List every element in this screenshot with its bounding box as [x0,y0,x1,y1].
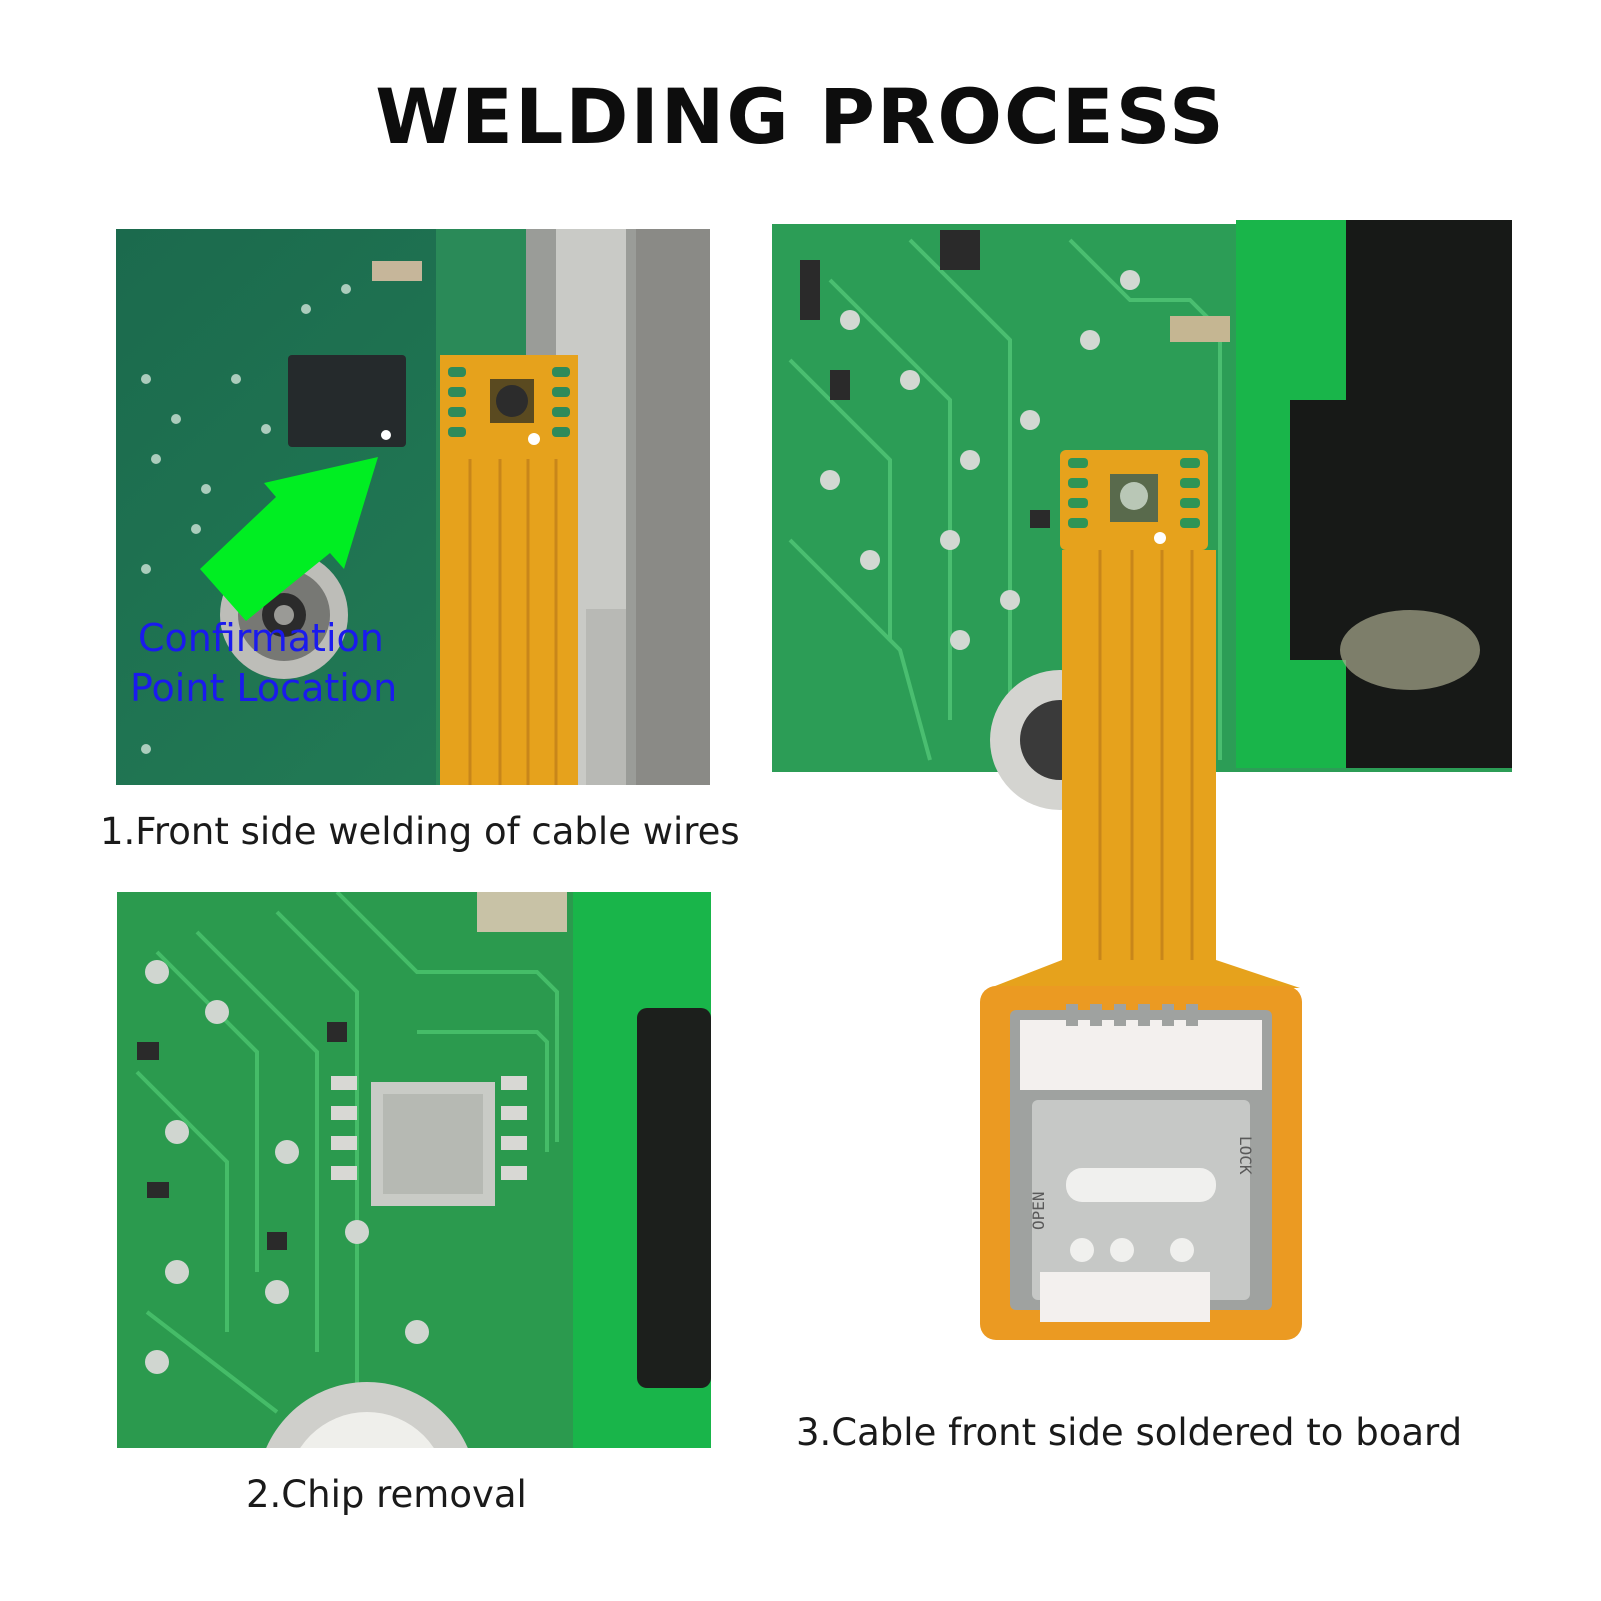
caption-step-3: 3.Cable front side soldered to board [796,1411,1463,1454]
sim-open-label: OPEN [1029,1191,1048,1230]
sim-lock-label: LOCK [1236,1136,1255,1175]
pcb-photo-2 [117,892,711,1448]
caption-step-1: 1.Front side welding of cable wires [100,810,740,853]
photo-cable-soldered: OPEN LOCK [770,220,1512,1340]
caption-step-2: 2.Chip removal [246,1473,527,1516]
pcb-photo-3: OPEN LOCK [772,220,1512,1340]
pcb-photo-1 [116,229,710,785]
photo-chip-removal [117,892,711,1448]
page-title: WELDING PROCESS [375,72,1226,161]
arrow-icon [200,457,378,621]
